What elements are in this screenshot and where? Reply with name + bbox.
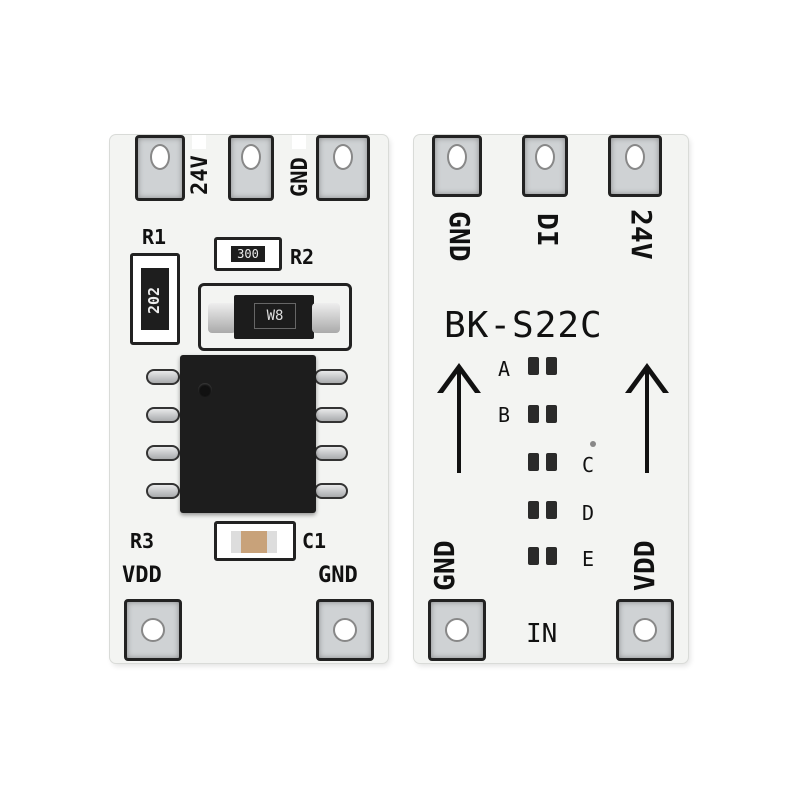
diode-outline xyxy=(198,283,352,351)
edge-notch xyxy=(192,135,206,149)
pad-back-24v xyxy=(608,135,662,197)
jumper-c-pad xyxy=(546,453,557,471)
jumper-label-b: B xyxy=(498,403,511,427)
jumper-e-pad xyxy=(546,547,557,565)
pad-hole xyxy=(447,144,467,170)
label-gnd-top: GND xyxy=(288,157,313,197)
arrow-right xyxy=(622,363,672,473)
diode-pad-right xyxy=(312,303,340,333)
pad-back-di xyxy=(522,135,568,197)
label-gnd-bottom: GND xyxy=(318,563,358,588)
label-r1: R1 xyxy=(142,225,167,249)
ic-pin xyxy=(314,369,348,385)
pad-hole xyxy=(625,144,645,170)
label-r2: R2 xyxy=(290,245,315,269)
arrow-shaft xyxy=(645,367,649,473)
ic-pin xyxy=(146,483,180,499)
jumper-d-pad xyxy=(528,501,539,519)
pad-di xyxy=(228,135,274,201)
ic-pin xyxy=(314,445,348,461)
label-back-di: DI xyxy=(531,213,564,247)
pad-gnd xyxy=(316,135,370,201)
pad-hole xyxy=(333,618,357,642)
jumper-b-pad xyxy=(546,405,557,423)
jumper-c-pad xyxy=(528,453,539,471)
jumper-label-e: E xyxy=(582,547,595,571)
ic-pin xyxy=(146,369,180,385)
pad-hole xyxy=(150,144,170,170)
jumper-d-pad xyxy=(546,501,557,519)
ic-pin xyxy=(146,445,180,461)
jumper-label-a: A xyxy=(498,357,511,381)
diode-pad-left xyxy=(208,303,236,333)
jumper-a-pad xyxy=(528,357,539,375)
jumper-b-pad xyxy=(528,405,539,423)
pad-back-vdd xyxy=(616,599,674,661)
pcb-back: GND DI 24V BK-S22C A B C D E GND VDD IN xyxy=(414,135,688,663)
label-c1: C1 xyxy=(302,529,327,553)
ic-pin xyxy=(146,407,180,423)
pad-24v xyxy=(135,135,185,201)
c1-body xyxy=(231,531,277,553)
model-label: BK-S22C xyxy=(444,305,603,346)
label-back-24v: 24V xyxy=(625,209,658,260)
pad-hole xyxy=(241,144,261,170)
r2-body: 300 xyxy=(231,246,265,262)
pad-gnd-bottom xyxy=(316,599,374,661)
arrow-shaft xyxy=(457,367,461,473)
arrow-left xyxy=(434,363,484,473)
pcb-front: 24V GND R1 202 300 R2 W8 R3 C1 VDD GND xyxy=(110,135,388,663)
pad-back-gnd xyxy=(432,135,482,197)
jumper-label-c: C xyxy=(582,453,595,477)
ic-pin1-dot xyxy=(198,383,212,397)
ic-pin xyxy=(314,483,348,499)
label-back-in: IN xyxy=(526,619,558,649)
ic-pin xyxy=(314,407,348,423)
label-back-vdd: VDD xyxy=(628,540,661,591)
label-vdd: VDD xyxy=(122,563,162,588)
label-24v: 24V xyxy=(188,155,213,195)
pad-hole xyxy=(633,618,657,642)
edge-notch xyxy=(292,135,306,149)
r1-value: 202 xyxy=(145,286,163,314)
r1-body: 202 xyxy=(141,268,169,330)
diode-marking: W8 xyxy=(254,303,296,329)
resistor-r1: 202 xyxy=(130,253,180,345)
pad-hole xyxy=(535,144,555,170)
via xyxy=(590,441,596,447)
label-back-gnd-bottom: GND xyxy=(428,540,461,591)
capacitor-c1 xyxy=(214,521,296,561)
label-back-gnd: GND xyxy=(443,211,476,262)
pad-hole xyxy=(445,618,469,642)
pad-back-gnd-bottom xyxy=(428,599,486,661)
resistor-r2: 300 xyxy=(214,237,282,271)
pad-hole xyxy=(141,618,165,642)
pad-hole xyxy=(333,144,353,170)
jumper-e-pad xyxy=(528,547,539,565)
label-r3: R3 xyxy=(130,529,155,553)
pad-vdd xyxy=(124,599,182,661)
ic-chip xyxy=(180,355,316,513)
diode-body: W8 xyxy=(234,295,314,339)
jumper-label-d: D xyxy=(582,501,595,525)
diode-d1: W8 xyxy=(208,295,340,339)
jumper-a-pad xyxy=(546,357,557,375)
